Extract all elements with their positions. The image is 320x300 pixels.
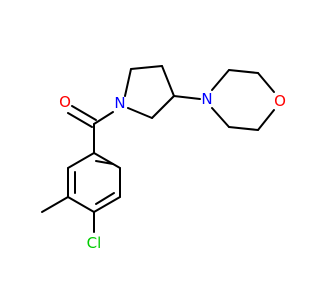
atom-labels-group: O N N O Cl [59, 90, 286, 252]
bond-ring-6 [93, 152, 121, 169]
atom-morpholine-oxygen: O [274, 92, 286, 110]
bond-morpholine-6 [211, 107, 230, 128]
bond-pyrrolidine-to-morpholine-n [173, 95, 201, 100]
bond-ring-4 [93, 196, 121, 213]
bond-carbonyl-double-b [67, 112, 93, 128]
atom-pyrrolidine-nitrogen: N [114, 94, 125, 112]
bond-ring-inner-2 [95, 192, 115, 205]
bond-carbonyl-to-pyrrolidine-n [93, 111, 114, 125]
bond-pyrrolidine-4 [151, 95, 175, 119]
bond-morpholine-2 [228, 69, 259, 74]
bond-pyrrolidine-2 [130, 65, 163, 70]
atom-chlorine: Cl [87, 234, 102, 252]
atom-carbonyl-oxygen: O [59, 93, 71, 111]
bond-carbonyl-double-a [71, 105, 97, 121]
bonds-group [41, 65, 275, 233]
bond-ring-3 [67, 196, 95, 213]
bond-pyrrolidine-5 [127, 107, 153, 119]
bond-ring-inner-3 [95, 160, 114, 165]
bond-morpholine-3 [257, 72, 275, 93]
bond-methyl [41, 196, 69, 213]
bond-pyrrolidine-3 [161, 65, 175, 97]
atom-morpholine-nitrogen: N [201, 90, 212, 108]
bond-morpholine-5 [228, 126, 259, 131]
bond-pyrrolidine-1 [124, 68, 132, 97]
bond-ring-1 [67, 152, 95, 169]
molecule-structure: O N N O Cl [41, 65, 286, 252]
bond-morpholine-1 [211, 69, 230, 91]
bond-morpholine-4 [257, 109, 275, 131]
